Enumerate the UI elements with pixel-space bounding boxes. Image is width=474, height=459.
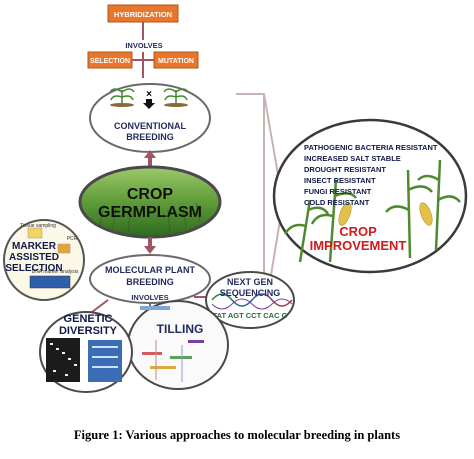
tilling-label: TILLING — [157, 322, 204, 336]
genetic-label-line1: GENETIC — [64, 313, 113, 325]
arrow-head-down — [144, 246, 156, 254]
tilling-figure — [140, 306, 204, 382]
mutation-box: MUTATION — [153, 51, 199, 69]
marker-label-line1: MARKER — [12, 241, 57, 252]
arrow-to-genetic — [91, 299, 109, 313]
improvement-label-line1: CROP — [339, 224, 377, 239]
crop-improvement-node: PATHOGENIC BACTERIA RESISTANT INCREASED S… — [272, 118, 468, 274]
gel-icon — [29, 275, 71, 289]
trait-item: PATHOGENIC BACTERIA RESISTANT — [304, 143, 438, 152]
germplasm-label-line1: CROP — [127, 186, 174, 203]
improvement-label-line2: IMPROVEMENT — [310, 238, 407, 253]
nextgen-label-line2: SEQUENCING — [220, 288, 281, 298]
crop-germplasm-node: CROP GERMPLASM — [78, 165, 222, 239]
dna-trace-icon-2 — [211, 298, 293, 310]
marker-note-tissue: Tissue sampling — [20, 223, 56, 229]
hybridization-label: HYBRIDIZATION — [114, 10, 172, 19]
top-involves-label: INVOLVES — [125, 41, 162, 50]
hybridization-box: HYBRIDIZATION — [107, 4, 179, 23]
germplasm-label-line2: GERMPLASM — [98, 204, 202, 221]
pcr-icon — [57, 243, 71, 254]
marker-note-pcr: PCR — [67, 236, 78, 242]
dna-trace-icon — [211, 293, 293, 307]
marker-note-dna: DNA marker analysis — [32, 269, 79, 275]
corn-plant-icons — [283, 159, 461, 263]
figure-caption: Figure 1: Various approaches to molecula… — [73, 428, 401, 442]
molecular-label-line1: MOLECULAR PLANT — [105, 265, 195, 275]
tissue-icon — [27, 227, 43, 239]
next-gen-sequencing-node: NEXT GEN SEQUENCING TAT AGT CCT CAC G — [205, 271, 295, 329]
conventional-breeding-node: × CONVENTIONAL BREEDING — [89, 83, 211, 153]
molecular-label-line2: BREEDING — [126, 277, 174, 287]
plant-icon-right — [163, 88, 189, 107]
marker-label-line3: SELECTION — [5, 263, 62, 274]
conventional-label-line2: BREEDING — [126, 132, 174, 142]
nextgen-sequence: TAT AGT CCT CAC G — [213, 311, 288, 320]
selection-box: SELECTION — [87, 51, 133, 69]
tilling-node: TILLING — [127, 300, 229, 390]
mutation-label: MUTATION — [158, 58, 194, 65]
trait-item: DROUGHT RESISTANT — [304, 165, 386, 174]
down-arrow-icon — [143, 99, 155, 109]
grass-texture — [99, 202, 201, 233]
cross-symbol: × — [146, 89, 152, 100]
gel-bands — [46, 338, 122, 382]
connector-to-improvement-top — [263, 93, 281, 187]
marker-label-line2: ASSISTED — [9, 252, 59, 263]
nextgen-label-line1: NEXT GEN — [227, 277, 273, 287]
trait-list: PATHOGENIC BACTERIA RESISTANT INCREASED S… — [304, 143, 438, 207]
trait-item: INCREASED SALT STABLE — [304, 154, 401, 163]
genetic-diversity-node: GENETIC DIVERSITY — [39, 311, 133, 393]
genetic-label-line2: DIVERSITY — [59, 325, 118, 337]
plant-icon-left — [109, 88, 135, 107]
molecular-breeding-node: MOLECULAR PLANT BREEDING — [89, 254, 211, 304]
selection-label: SELECTION — [90, 58, 130, 65]
marker-assisted-selection-node: Tissue sampling PCR DNA marker analysis … — [3, 219, 85, 301]
arrow-head-up — [144, 150, 156, 158]
trait-item: COLD RESISTANT — [304, 198, 370, 207]
conventional-label-line1: CONVENTIONAL — [114, 121, 187, 131]
corn-cob-icons — [338, 202, 433, 226]
trait-item: INSECT RESISTANT — [304, 176, 376, 185]
molecular-involves-label: INVOLVES — [131, 293, 168, 302]
trait-item: FUNGI RESISTANT — [304, 187, 372, 196]
